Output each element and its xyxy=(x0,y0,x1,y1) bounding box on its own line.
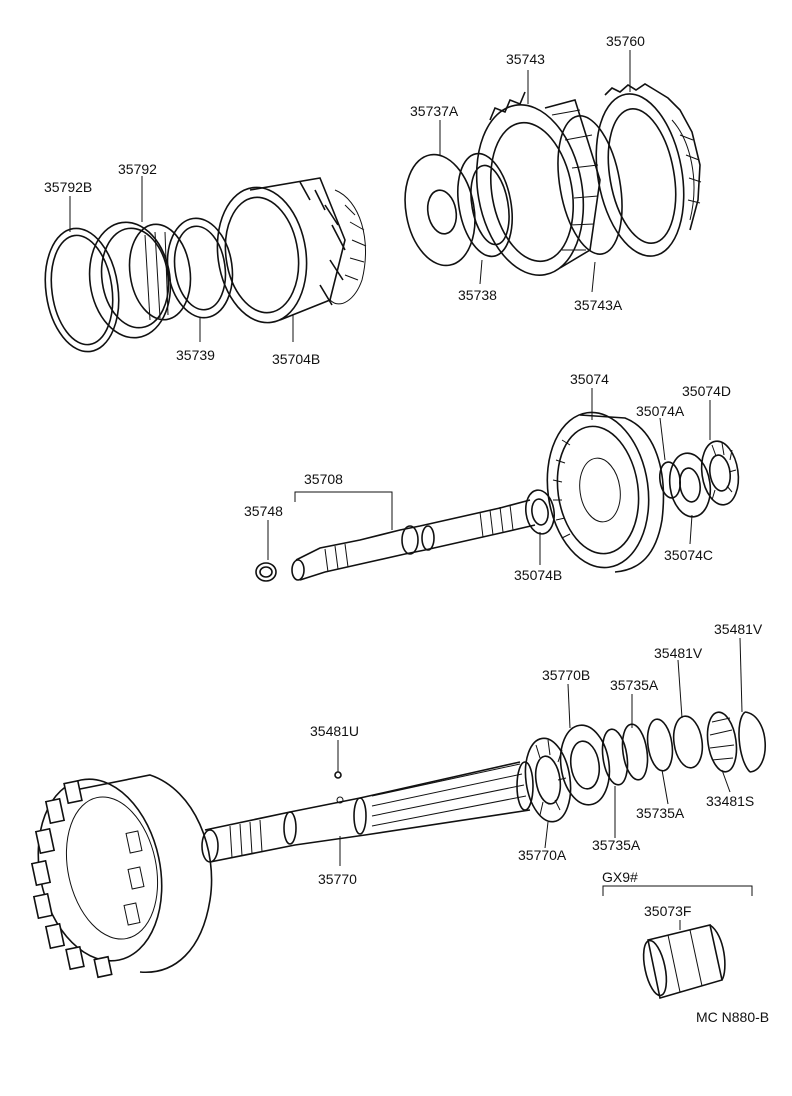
label-35073F: 35073F xyxy=(644,903,691,919)
washer-35074B xyxy=(525,489,555,535)
ring-35481V-1 xyxy=(672,715,704,769)
ring-35735A-3 xyxy=(646,718,674,772)
label-35735A-low: 35735A xyxy=(592,837,641,853)
gear-35760 xyxy=(595,83,702,257)
hub-35743 xyxy=(475,91,601,276)
label-35770A: 35770A xyxy=(518,847,567,863)
washer-35738 xyxy=(457,152,513,258)
drum-35770 xyxy=(30,761,534,979)
ring-35481V-2 xyxy=(738,711,767,773)
bearing-35074D xyxy=(700,440,740,506)
drum-35704B xyxy=(216,177,367,324)
washer-35737A xyxy=(404,153,476,267)
label-35737A: 35737A xyxy=(410,103,459,119)
label-35481U: 35481U xyxy=(310,723,359,739)
ring-35735A-2 xyxy=(621,723,649,781)
washer-35074C xyxy=(668,452,712,518)
label-35738: 35738 xyxy=(458,287,497,303)
sleeve-35073F xyxy=(642,924,726,1000)
label-35481V-mid: 35481V xyxy=(654,645,703,661)
label-35792B: 35792B xyxy=(44,179,92,195)
label-35770: 35770 xyxy=(318,871,357,887)
label-GX9: GX9# xyxy=(602,869,638,885)
ring-35748 xyxy=(255,562,277,582)
label-35743A: 35743A xyxy=(574,297,623,313)
pin-35481U xyxy=(334,771,342,779)
label-35074: 35074 xyxy=(570,371,609,387)
diagram-code: MC N880-B xyxy=(696,1009,769,1025)
label-35735A-mid: 35735A xyxy=(636,805,685,821)
label-35481V-top: 35481V xyxy=(714,621,763,637)
label-35735A-top: 35735A xyxy=(610,677,659,693)
label-35074D: 35074D xyxy=(682,383,731,399)
shaft-35708 xyxy=(291,499,536,581)
clutch-35743A xyxy=(557,115,623,255)
label-35770B: 35770B xyxy=(542,667,590,683)
label-35739: 35739 xyxy=(176,347,215,363)
label-35792: 35792 xyxy=(118,161,157,177)
label-35074C: 35074C xyxy=(664,547,713,563)
snap-ring-35792B xyxy=(44,227,120,353)
label-35708: 35708 xyxy=(304,471,343,487)
label-35748: 35748 xyxy=(244,503,283,519)
label-35743: 35743 xyxy=(506,51,545,67)
ring-35735A-1 xyxy=(601,728,629,786)
bearing-35770A xyxy=(524,737,572,823)
seal-33481S xyxy=(706,711,738,773)
label-35074B: 35074B xyxy=(514,567,562,583)
clutch-35739 xyxy=(166,217,234,319)
gear-35074 xyxy=(546,411,665,573)
washer-35770B xyxy=(559,724,611,806)
label-35704B: 35704B xyxy=(272,351,320,367)
label-35760: 35760 xyxy=(606,33,645,49)
race-35792 xyxy=(88,221,192,339)
label-33481S: 33481S xyxy=(706,793,754,809)
label-35074A: 35074A xyxy=(636,403,685,419)
leader-lines xyxy=(69,50,753,930)
